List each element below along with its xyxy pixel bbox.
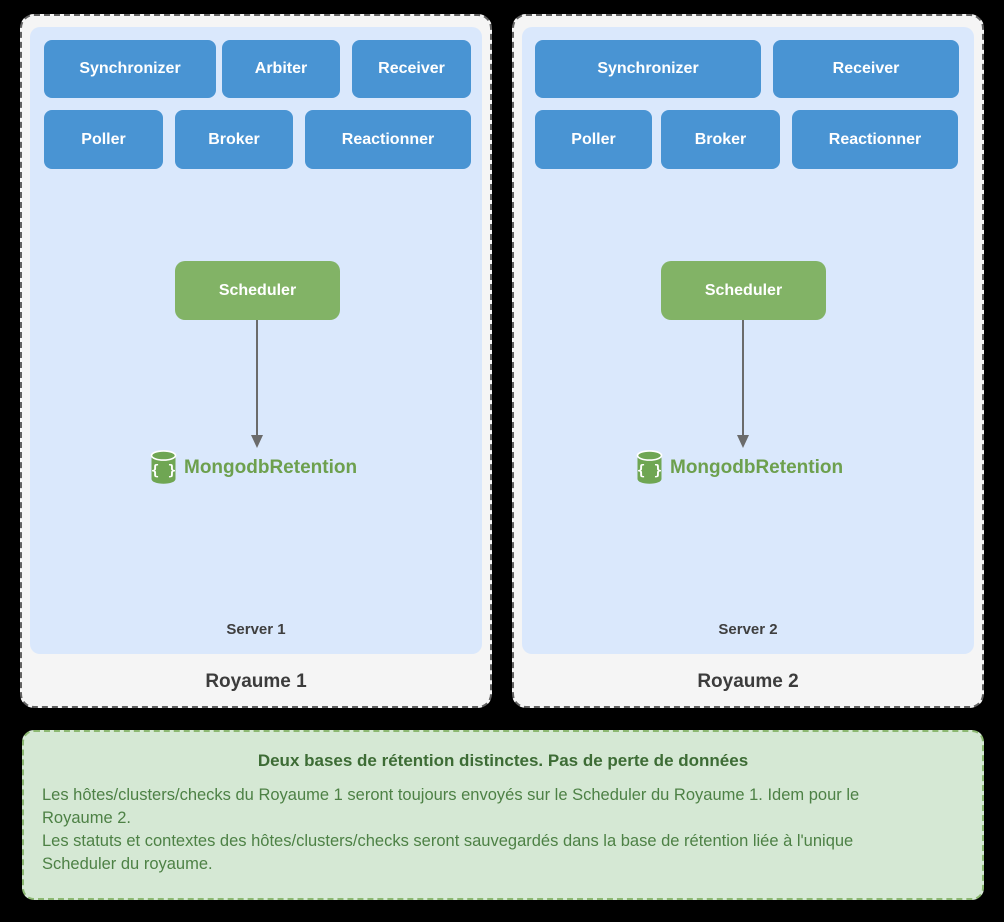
- service-node-reactionner: Reactionner: [305, 110, 471, 169]
- note-box: Deux bases de rétention distinctes. Pas …: [22, 730, 984, 900]
- database-label: MongodbRetention: [670, 456, 844, 478]
- service-node-receiver: Receiver: [773, 40, 959, 98]
- service-node-synchronizer: Synchronizer: [44, 40, 216, 98]
- server-label: Server 2: [718, 621, 778, 638]
- mongodb-icon: { }: [150, 450, 177, 484]
- server-1-box: Synchronizer Arbiter Receiver Poller Bro…: [30, 27, 482, 654]
- scheduler-node: Scheduler: [661, 261, 826, 320]
- royaume-label: Royaume 2: [697, 671, 799, 692]
- note-title: Deux bases de rétention distinctes. Pas …: [257, 751, 749, 770]
- royaume-1-container: Synchronizer Arbiter Receiver Poller Bro…: [20, 14, 492, 708]
- retention-database: { } MongodbRetention: [150, 450, 357, 485]
- arrow-head-icon: [737, 435, 749, 448]
- royaume-label: Royaume 1: [205, 671, 307, 692]
- service-node-reactionner: Reactionner: [792, 110, 958, 169]
- service-node-broker: Broker: [661, 110, 780, 169]
- server-2-box: Synchronizer Receiver Poller Broker Reac…: [522, 27, 974, 654]
- scheduler-to-retention-arrow: [737, 320, 749, 448]
- note-body: Les hôtes/clusters/checks du Royaume 1 s…: [42, 786, 860, 873]
- service-node-broker: Broker: [175, 110, 293, 169]
- arrow-head-icon: [251, 435, 263, 448]
- service-node-poller: Poller: [535, 110, 652, 169]
- service-node-receiver: Receiver: [352, 40, 471, 98]
- mongodb-icon: { }: [636, 450, 663, 484]
- service-node-poller: Poller: [44, 110, 163, 169]
- scheduler-to-retention-arrow: [251, 320, 263, 448]
- database-label: MongodbRetention: [184, 456, 358, 478]
- service-node-synchronizer: Synchronizer: [535, 40, 761, 98]
- service-node-arbiter: Arbiter: [222, 40, 340, 98]
- royaume-2-container: Synchronizer Receiver Poller Broker Reac…: [512, 14, 984, 708]
- svg-text:{ }: { }: [151, 463, 176, 479]
- retention-database: { } MongodbRetention: [636, 450, 843, 485]
- svg-text:{ }: { }: [637, 463, 662, 479]
- server-label: Server 1: [226, 621, 286, 638]
- scheduler-node: Scheduler: [175, 261, 340, 320]
